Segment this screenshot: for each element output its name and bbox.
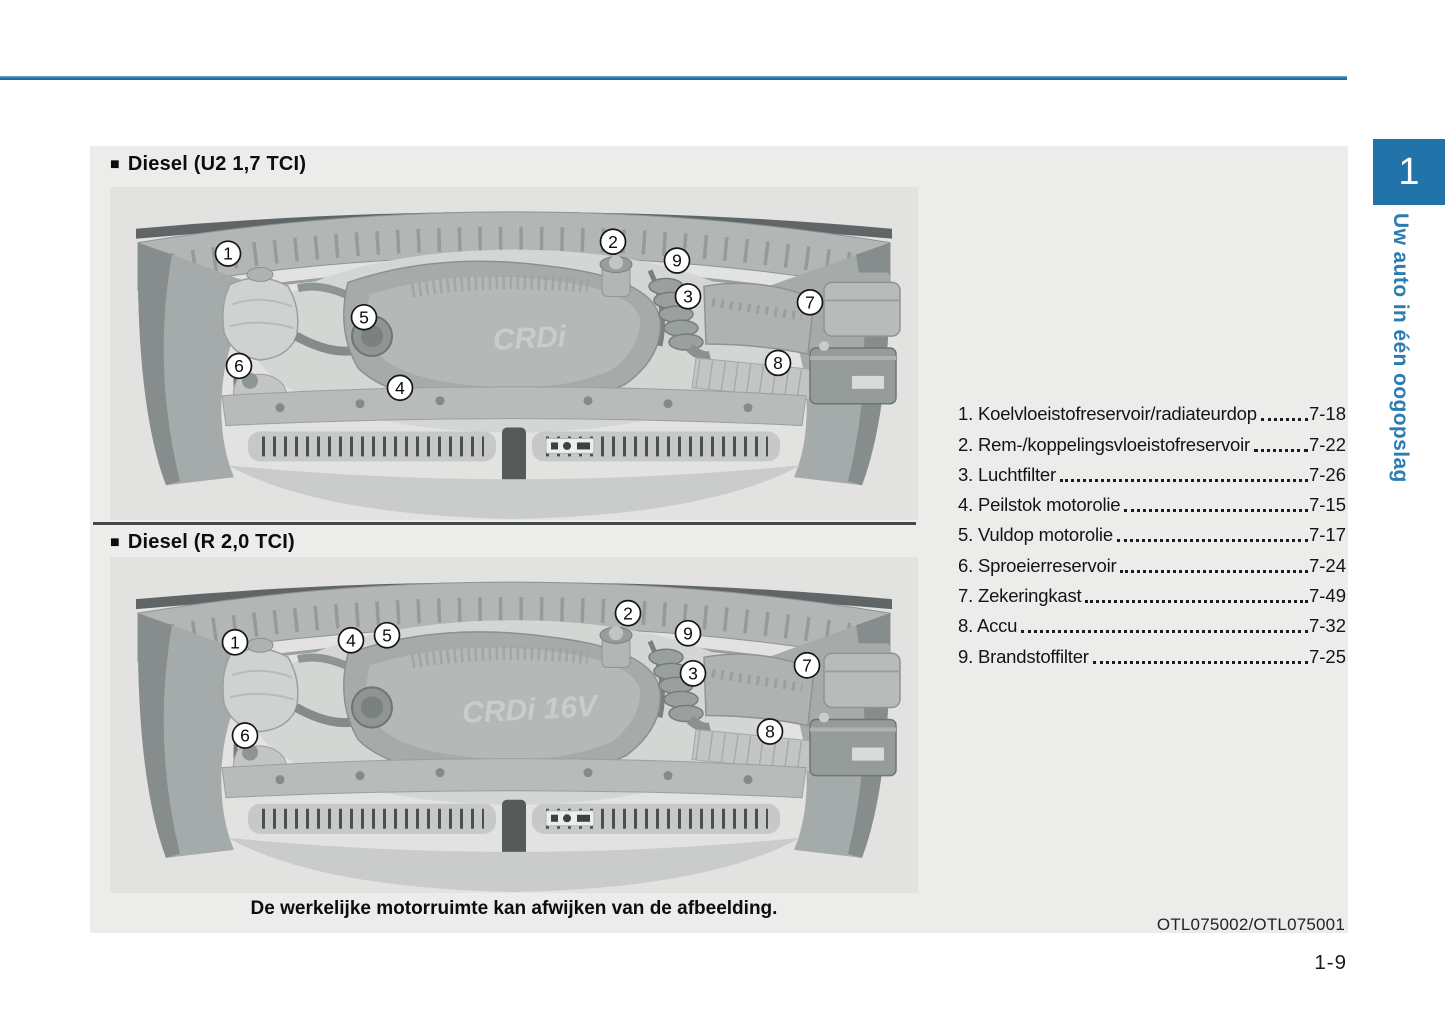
callout-4: 4 xyxy=(337,626,365,654)
legend-list: 1. Koelvloeistofreservoir/radiateurdop 7-… xyxy=(958,395,1346,668)
svg-text:6: 6 xyxy=(240,726,250,746)
legend-page-ref: 7-25 xyxy=(1308,645,1346,667)
legend-item: 2. Rem-/koppelingsvloeistofreservoir 7-22 xyxy=(958,425,1346,455)
svg-text:2: 2 xyxy=(623,603,633,623)
svg-text:2: 2 xyxy=(608,232,618,252)
legend-item: 1. Koelvloeistofreservoir/radiateurdop 7-… xyxy=(958,395,1346,425)
callout-9: 9 xyxy=(663,247,691,274)
section-header-diesel-u2: ■ Diesel (U2 1,7 TCI) xyxy=(110,153,306,176)
svg-text:5: 5 xyxy=(359,307,369,327)
section-bullet-icon: ■ xyxy=(110,534,120,551)
engine-illustration: CRDi 16V xyxy=(110,557,918,893)
section-label: Diesel (U2 1,7 TCI) xyxy=(127,153,307,175)
callout-5: 5 xyxy=(350,303,378,331)
callout-1: 1 xyxy=(221,628,249,656)
svg-text:9: 9 xyxy=(683,623,693,643)
callout-4: 4 xyxy=(386,374,414,402)
legend-leader-dots xyxy=(1120,569,1308,573)
legend-page-ref: 7-18 xyxy=(1308,403,1346,425)
legend-leader-dots xyxy=(1116,539,1308,543)
chapter-title-vertical: Uw auto in één oogopslag xyxy=(1389,213,1412,483)
legend-item: 8. Accu 7-32 xyxy=(958,607,1346,637)
svg-text:8: 8 xyxy=(765,722,775,742)
legend-label: 9. Brandstoffilter xyxy=(958,645,1089,667)
section-header-diesel-r: ■ Diesel (R 2,0 TCI) xyxy=(110,531,295,554)
svg-text:4: 4 xyxy=(395,378,405,398)
legend-label: 6. Sproeierreservoir xyxy=(958,554,1117,576)
legend-item: 7. Zekeringkast 7-49 xyxy=(958,577,1346,607)
legend-leader-dots xyxy=(1254,448,1308,452)
legend-page-ref: 7-15 xyxy=(1308,494,1346,516)
engine-diagram-r: CRDi 16V xyxy=(110,557,918,893)
legend-page-ref: 7-26 xyxy=(1308,463,1346,485)
legend-leader-dots xyxy=(1085,600,1308,604)
legend-item: 9. Brandstoffilter 7-25 xyxy=(958,637,1346,667)
diagram-caption: De werkelijke motorruimte kan afwijken v… xyxy=(250,898,778,919)
legend-leader-dots xyxy=(1124,509,1308,513)
legend-page-ref: 7-49 xyxy=(1308,585,1346,607)
section-divider xyxy=(93,522,916,525)
page-number: 1-9 xyxy=(1314,951,1347,974)
chapter-number: 1 xyxy=(1398,150,1420,193)
callout-5: 5 xyxy=(373,621,401,649)
legend-page-ref: 7-17 xyxy=(1308,524,1346,546)
legend-item: 3. Luchtfilter 7-26 xyxy=(958,456,1346,486)
legend-page-ref: 7-32 xyxy=(1308,615,1346,637)
legend-page-ref: 7-24 xyxy=(1308,554,1346,576)
callout-6: 6 xyxy=(225,352,253,380)
callout-3: 3 xyxy=(674,283,702,310)
legend-item: 5. Vuldop motorolie 7-17 xyxy=(958,516,1346,546)
svg-text:CRDi 16V: CRDi 16V xyxy=(461,690,600,730)
svg-text:1: 1 xyxy=(230,632,240,652)
legend-page-ref: 7-22 xyxy=(1308,433,1346,455)
chapter-tab: 1 xyxy=(1373,139,1445,205)
callout-3: 3 xyxy=(679,659,707,687)
legend-label: 3. Luchtfilter xyxy=(958,463,1056,485)
legend-label: 2. Rem-/koppelingsvloeistofreservoir xyxy=(958,433,1251,455)
svg-text:5: 5 xyxy=(382,625,392,645)
legend-item: 6. Sproeierreservoir 7-24 xyxy=(958,546,1346,576)
legend-label: 4. Peilstok motorolie xyxy=(958,494,1121,516)
svg-text:3: 3 xyxy=(688,664,698,684)
header-rule xyxy=(0,76,1347,80)
svg-text:7: 7 xyxy=(805,293,815,313)
callout-8: 8 xyxy=(764,349,792,377)
legend-label: 8. Accu xyxy=(958,615,1018,637)
svg-text:4: 4 xyxy=(346,630,356,650)
callout-7: 7 xyxy=(793,651,821,679)
legend-leader-dots xyxy=(1021,630,1308,634)
svg-text:9: 9 xyxy=(672,251,682,271)
svg-text:7: 7 xyxy=(802,656,812,676)
legend-label: 7. Zekeringkast xyxy=(958,585,1082,607)
callout-2: 2 xyxy=(614,599,642,627)
engine-illustration: CRDi xyxy=(110,187,918,520)
svg-text:1: 1 xyxy=(223,244,233,264)
legend-label: 1. Koelvloeistofreservoir/radiateurdop xyxy=(958,403,1257,425)
svg-text:CRDi: CRDi xyxy=(492,320,568,357)
legend-item: 4. Peilstok motorolie 7-15 xyxy=(958,486,1346,516)
callout-8: 8 xyxy=(756,718,784,745)
svg-text:6: 6 xyxy=(234,356,244,376)
callout-1: 1 xyxy=(214,240,242,267)
section-label: Diesel (R 2,0 TCI) xyxy=(127,531,295,553)
content-panel: ■ Diesel (U2 1,7 TCI) xyxy=(90,146,1348,934)
image-code: OTL075002/OTL075001 xyxy=(1156,915,1345,934)
engine-diagram-u2: CRDi xyxy=(110,187,918,520)
callout-6: 6 xyxy=(231,722,259,749)
callout-2: 2 xyxy=(599,228,627,255)
callout-7: 7 xyxy=(796,289,824,316)
callout-9: 9 xyxy=(674,619,702,647)
legend-leader-dots xyxy=(1260,418,1308,422)
legend-label: 5. Vuldop motorolie xyxy=(958,524,1113,546)
svg-text:8: 8 xyxy=(773,353,783,373)
svg-text:3: 3 xyxy=(683,287,693,307)
section-bullet-icon: ■ xyxy=(110,156,120,173)
legend-leader-dots xyxy=(1059,478,1308,482)
legend-leader-dots xyxy=(1092,660,1308,664)
